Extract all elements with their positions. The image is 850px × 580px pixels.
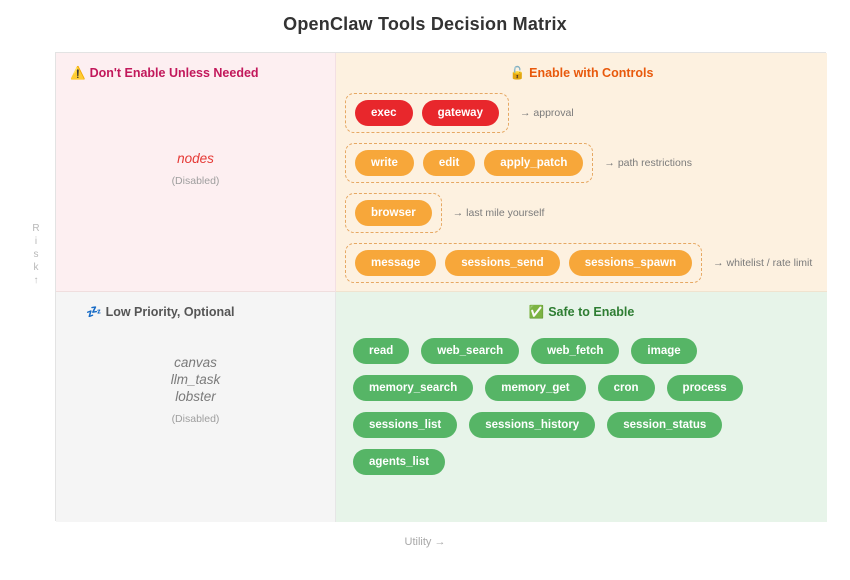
tool-pill-read[interactable]: read <box>353 338 410 364</box>
tool-pill-memory_get[interactable]: memory_get <box>485 375 586 401</box>
quadrant-enable-with-controls-header: 🔓Enable with Controls <box>336 53 827 81</box>
tool-pill-exec[interactable]: exec <box>355 100 413 126</box>
risk-axis-char: i <box>34 236 38 247</box>
quadrant-low-priority-title: Low Priority, Optional <box>105 305 235 319</box>
disabled-tool-name: llm_task <box>170 372 221 387</box>
warning-triangle-icon: ⚠️ <box>70 65 86 80</box>
quadrant-dont-enable-header: ⚠️Don't Enable Unless Needed <box>56 53 335 81</box>
quadrant-safe-to-enable: ✅Safe to Enable read web_search web_fetch i… <box>336 292 827 522</box>
risk-axis-char: R <box>32 223 40 234</box>
tool-pill-memory_search[interactable]: memory_search <box>353 375 474 401</box>
tool-pill-browser[interactable]: browser <box>355 200 432 226</box>
quadrant-enable-with-controls: 🔓Enable with Controls exec gateway → appro… <box>336 53 827 292</box>
tool-pill-apply_patch[interactable]: apply_patch <box>484 150 584 176</box>
quadrant-enable-with-controls-title: Enable with Controls <box>529 66 654 80</box>
tool-pill-cron[interactable]: cron <box>597 375 655 401</box>
disabled-tools-block-top-left: nodes (Disabled) <box>56 150 335 187</box>
utility-axis-label: Utility → <box>404 536 446 548</box>
tool-pill-web_fetch[interactable]: web_fetch <box>531 338 620 364</box>
tool-pill-sessions_list[interactable]: sessions_list <box>353 412 458 438</box>
disabled-status-top-left: (Disabled) <box>171 175 220 187</box>
quadrant-safe-to-enable-header: ✅Safe to Enable <box>336 292 827 320</box>
tool-pill-gateway[interactable]: gateway <box>421 100 499 126</box>
controlled-tool-group: message sessions_send sessions_spawn <box>345 243 703 283</box>
risk-axis-char: k <box>33 262 39 273</box>
tool-pill-agents_list[interactable]: agents_list <box>353 449 446 475</box>
controlled-tool-group: browser <box>345 193 442 233</box>
controlled-tool-group: exec gateway <box>345 93 509 133</box>
control-note: → last mile yourself <box>452 207 545 219</box>
quadrant-low-priority-header: 💤Low Priority, Optional <box>56 292 335 320</box>
disabled-tool-list-top-left: nodes <box>56 150 335 167</box>
disabled-tool-name: lobster <box>175 389 216 404</box>
safe-tool-rows: read web_search web_fetch image memory_searc… <box>353 338 817 486</box>
tool-pill-message[interactable]: message <box>355 250 437 276</box>
disabled-status-bottom-left: (Disabled) <box>171 413 220 425</box>
controlled-tool-row: exec gateway → approval <box>345 93 574 133</box>
safe-tool-row: agents_list <box>353 449 817 475</box>
disabled-tool-name: canvas <box>174 355 217 370</box>
sleeping-zzz-icon: 💤 <box>86 304 102 319</box>
control-note: → whitelist / rate limit <box>713 257 813 269</box>
page-title: OpenClaw Tools Decision Matrix <box>283 14 567 34</box>
tool-pill-process[interactable]: process <box>666 375 743 401</box>
safe-tool-row: sessions_list sessions_history session_sta… <box>353 412 817 438</box>
tool-pill-session_status[interactable]: session_status <box>607 412 723 438</box>
decision-matrix: ⚠️Don't Enable Unless Needed nodes (Disa… <box>55 52 827 522</box>
risk-axis-char: s <box>33 249 39 260</box>
controlled-tool-group: write edit apply_patch <box>345 143 594 183</box>
tool-pill-sessions_send[interactable]: sessions_send <box>445 250 560 276</box>
quadrant-dont-enable-title: Don't Enable Unless Needed <box>89 66 259 80</box>
green-check-box-icon: ✅ <box>528 304 545 319</box>
disabled-tool-name: nodes <box>177 151 214 166</box>
tool-pill-image[interactable]: image <box>631 338 697 364</box>
safe-tool-row: read web_search web_fetch image <box>353 338 817 364</box>
tool-pill-web_search[interactable]: web_search <box>421 338 520 364</box>
quadrant-dont-enable: ⚠️Don't Enable Unless Needed nodes (Disa… <box>56 53 336 292</box>
tool-pill-write[interactable]: write <box>355 150 414 176</box>
tool-pill-edit[interactable]: edit <box>422 150 476 176</box>
control-note: → path restrictions <box>604 157 692 169</box>
tool-pill-sessions_spawn[interactable]: sessions_spawn <box>568 250 693 276</box>
controlled-tool-row: write edit apply_patch → path restrictions <box>345 143 692 183</box>
controlled-tool-row: message sessions_send sessions_spawn → whit… <box>345 243 812 283</box>
control-note: → approval <box>519 107 574 119</box>
safe-tool-row: memory_search memory_get cron process <box>353 375 817 401</box>
risk-axis-char: ↑ <box>33 275 39 286</box>
tool-pill-sessions_history[interactable]: sessions_history <box>469 412 596 438</box>
quadrant-safe-to-enable-title: Safe to Enable <box>548 305 635 319</box>
unlocked-padlock-icon: 🔓 <box>509 65 526 80</box>
controlled-tool-row: browser → last mile yourself <box>345 193 544 233</box>
